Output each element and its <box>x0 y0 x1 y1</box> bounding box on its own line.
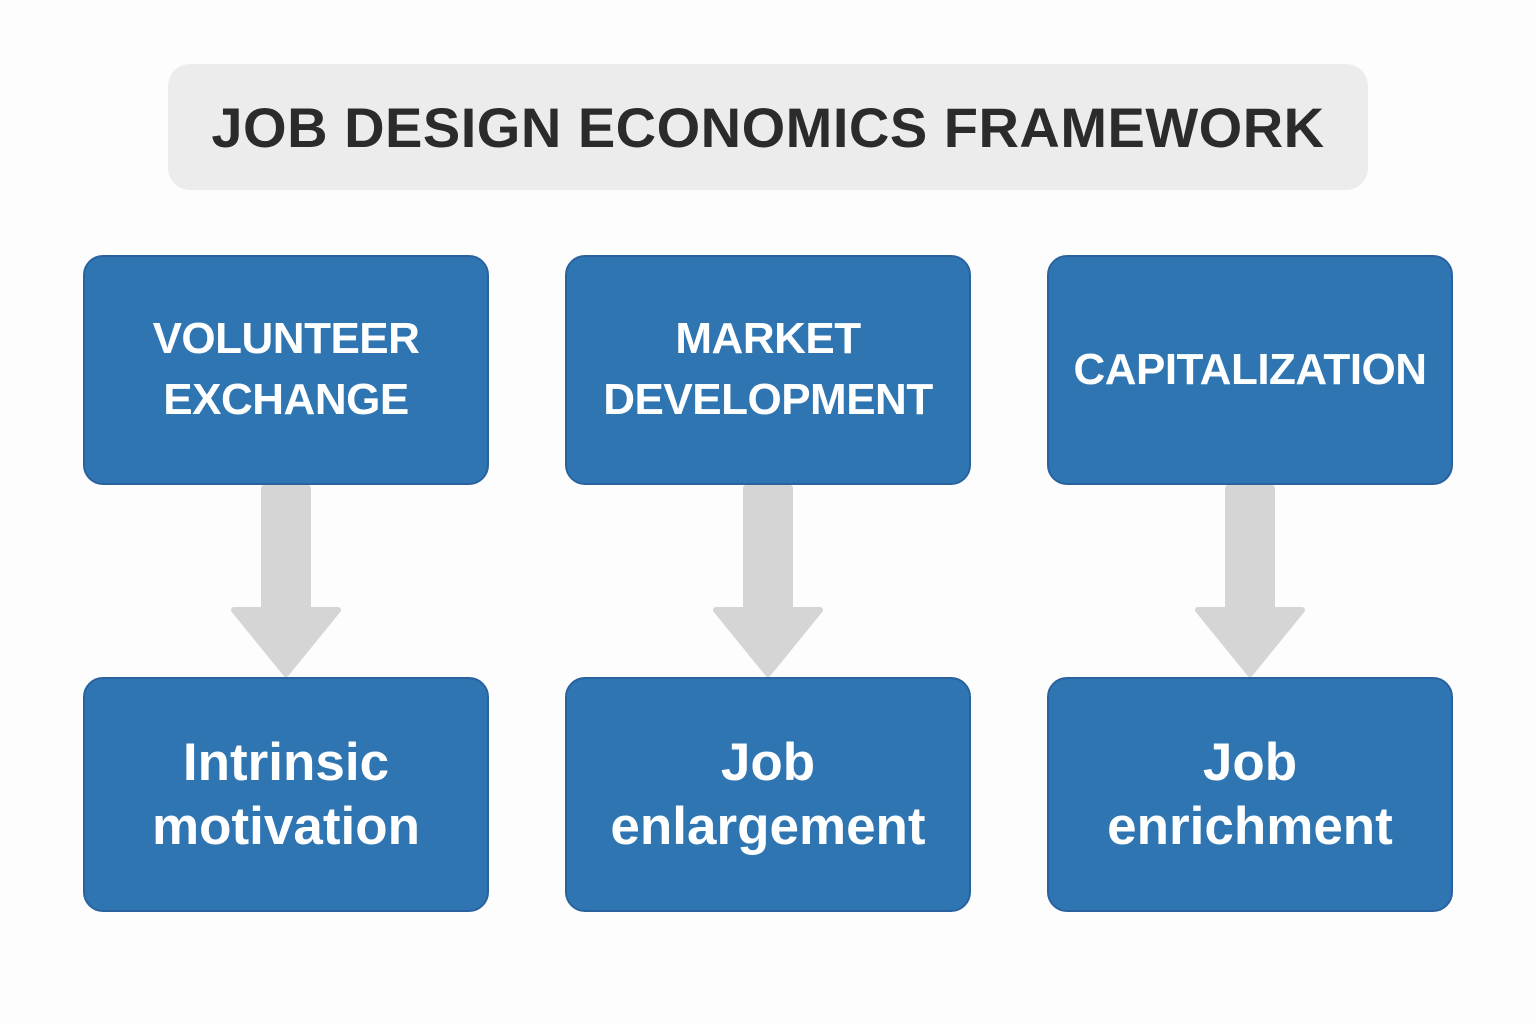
down-arrow-icon <box>713 485 823 677</box>
page-title: JOB DESIGN ECONOMICS FRAMEWORK <box>211 95 1325 159</box>
down-arrow-icon <box>1195 485 1305 677</box>
column-capitalization: CAPITALIZATION Job enrichment <box>1047 255 1453 912</box>
top-box-capitalization: CAPITALIZATION <box>1047 255 1453 485</box>
down-arrow-icon <box>231 485 341 677</box>
top-box-volunteer-exchange: VOLUNTEER EXCHANGE <box>83 255 489 485</box>
bottom-box-job-enlargement: Job enlargement <box>565 677 971 912</box>
bottom-box-intrinsic-motivation: Intrinsic motivation <box>83 677 489 912</box>
column-volunteer-exchange: VOLUNTEER EXCHANGE Intrinsic motivation <box>83 255 489 912</box>
title-banner: JOB DESIGN ECONOMICS FRAMEWORK <box>168 64 1368 190</box>
bottom-box-job-enrichment: Job enrichment <box>1047 677 1453 912</box>
column-market-development: MARKET DEVELOPMENT Job enlargement <box>565 255 971 912</box>
framework-columns: VOLUNTEER EXCHANGE Intrinsic motivation … <box>83 255 1453 912</box>
top-box-market-development: MARKET DEVELOPMENT <box>565 255 971 485</box>
